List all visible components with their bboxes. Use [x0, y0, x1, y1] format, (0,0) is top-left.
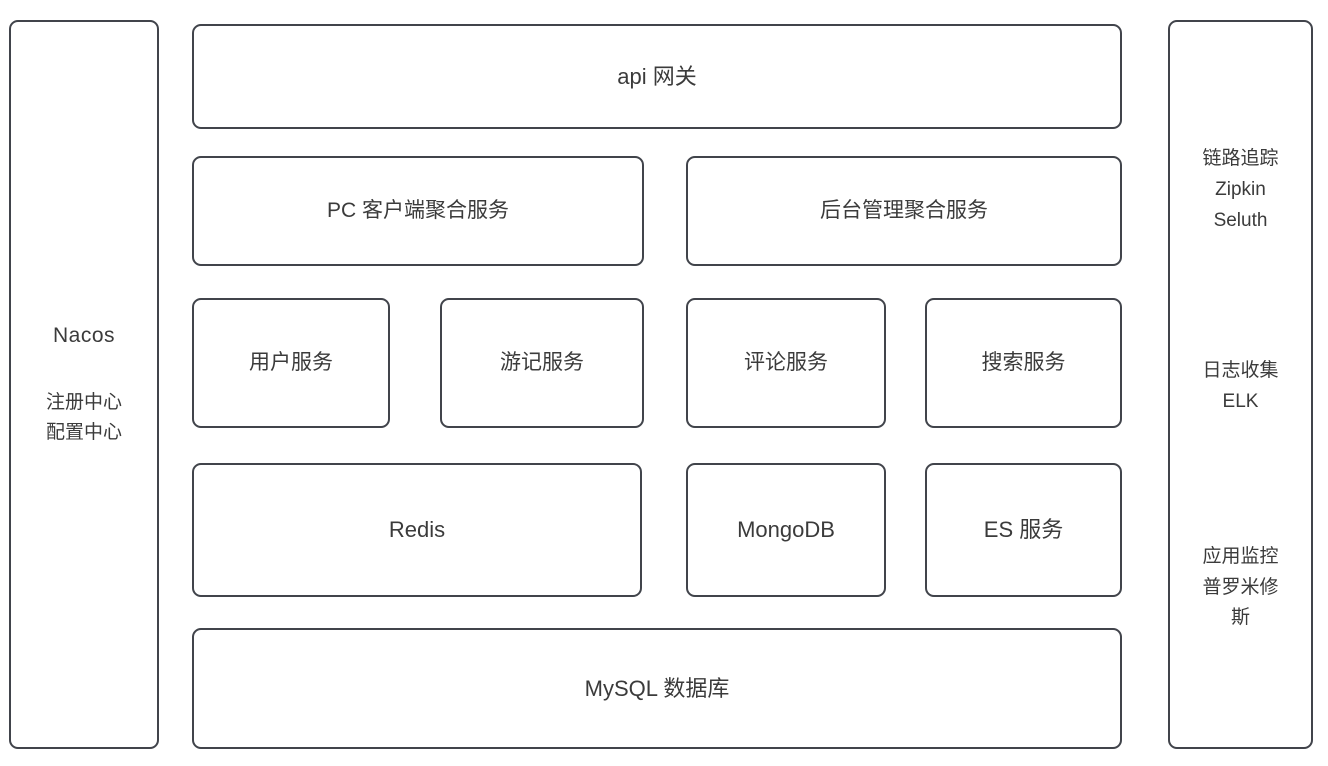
search-service-box[interactable]: 搜索服务: [925, 298, 1122, 428]
api-gateway-box[interactable]: api 网关: [192, 24, 1122, 129]
comment-service-label: 评论服务: [744, 350, 828, 374]
mysql-database-label: MySQL 数据库: [584, 675, 730, 701]
admin-aggregation-label: 后台管理聚合服务: [820, 198, 988, 222]
nacos-title: Nacos: [52, 323, 116, 347]
redis-label: Redis: [388, 517, 446, 543]
pc-client-aggregation-label: PC 客户端聚合服务: [326, 198, 509, 222]
logging-group-label: 日志收集 ELK: [1202, 360, 1279, 413]
user-service-box[interactable]: 用户服务: [192, 298, 390, 428]
travel-note-service-box[interactable]: 游记服务: [440, 298, 644, 428]
pc-client-aggregation-box[interactable]: PC 客户端聚合服务: [192, 156, 644, 266]
observability-panel[interactable]: 链路追踪 Zipkin Seluth 日志收集 ELK 应用监控 普罗米修 斯: [1168, 20, 1313, 749]
user-service-label: 用户服务: [249, 350, 333, 374]
redis-box[interactable]: Redis: [192, 463, 642, 597]
es-service-label: ES 服务: [983, 517, 1064, 543]
api-gateway-label: api 网关: [617, 63, 697, 89]
travel-note-service-label: 游记服务: [500, 350, 584, 374]
nacos-panel[interactable]: Nacos 注册中心 配置中心: [9, 20, 159, 749]
trace-group-label: 链路追踪 Zipkin Seluth: [1202, 148, 1279, 231]
nacos-subtitle: 注册中心 配置中心: [45, 392, 122, 443]
mongodb-box[interactable]: MongoDB: [686, 463, 886, 597]
search-service-label: 搜索服务: [981, 350, 1066, 374]
comment-service-box[interactable]: 评论服务: [686, 298, 886, 428]
mysql-database-box[interactable]: MySQL 数据库: [192, 628, 1122, 749]
admin-aggregation-box[interactable]: 后台管理聚合服务: [686, 156, 1122, 266]
monitoring-group-label: 应用监控 普罗米修 斯: [1202, 545, 1279, 629]
mongodb-label: MongoDB: [737, 517, 835, 543]
es-service-box[interactable]: ES 服务: [925, 463, 1122, 597]
